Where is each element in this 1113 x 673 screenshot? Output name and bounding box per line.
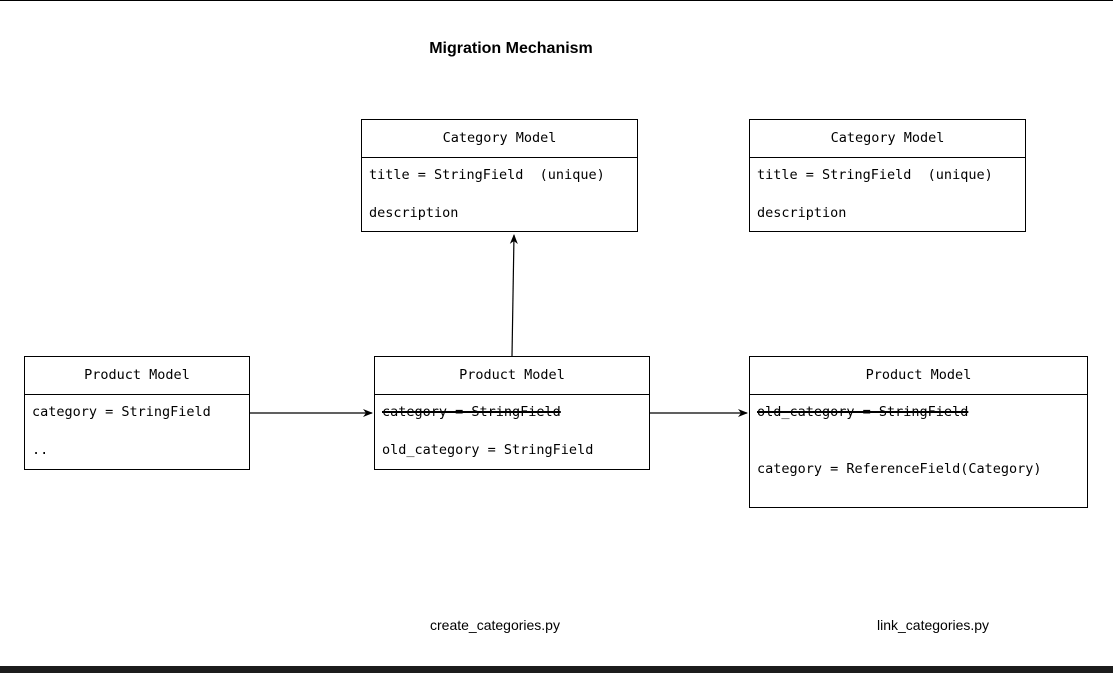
product-old-category-field-2: old_category = StringField	[382, 442, 594, 458]
product-model-header-3: Product Model	[750, 357, 1087, 395]
product-model-box-3: Product Model old_category = StringField…	[749, 356, 1088, 508]
caption-create-categories: create_categories.py	[430, 617, 560, 633]
product-model-header-1: Product Model	[25, 357, 249, 395]
caption-link-categories: link_categories.py	[877, 617, 990, 633]
category-model-box-2: Category Model title = StringField (uniq…	[749, 119, 1026, 232]
product-ellipsis-field-1: ..	[32, 442, 49, 458]
top-border	[0, 0, 1113, 1]
bottom-bar	[0, 666, 1113, 673]
arrow-product2-to-category1	[509, 234, 518, 357]
category-model-header-2: Category Model	[750, 120, 1025, 158]
product-old-category-field-3-deprecated: old_category = StringField	[757, 404, 969, 420]
category-description-field-1: description	[369, 205, 459, 221]
category-title-field-1: title = StringField (unique)	[369, 167, 605, 183]
product-model-box-1: Product Model category = StringField ..	[24, 356, 250, 470]
product-model-header-2: Product Model	[375, 357, 649, 395]
category-description-field-2: description	[757, 205, 847, 221]
product-category-field-2-deprecated: category = StringField	[382, 404, 561, 420]
category-title-field-2: title = StringField (unique)	[757, 167, 993, 183]
category-model-box-1: Category Model title = StringField (uniq…	[361, 119, 638, 232]
product-category-reference-field-3: category = ReferenceField(Category)	[757, 461, 1042, 477]
diagram-title: Migration Mechanism	[429, 40, 593, 57]
category-model-header-1: Category Model	[362, 120, 637, 158]
product-category-field-1: category = StringField	[32, 404, 211, 420]
product-model-box-2: Product Model category = StringField old…	[374, 356, 650, 470]
